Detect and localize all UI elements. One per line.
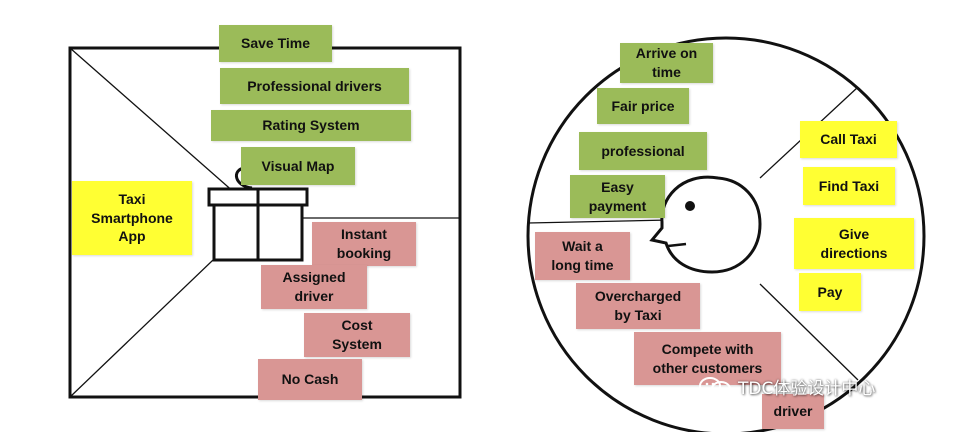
job-find-taxi: Find Taxi <box>803 167 895 205</box>
pain-reliever-assigned-driver: Assigned driver <box>261 265 367 309</box>
pain-driver: driver <box>762 394 824 429</box>
pain-wait-long-time: Wait a long time <box>535 232 630 280</box>
gain-creator-save-time: Save Time <box>219 25 332 62</box>
gain-easy-payment: Easy payment <box>570 175 665 218</box>
job-pay: Pay <box>799 273 861 311</box>
face-icon <box>649 175 762 274</box>
job-give-directions: Give directions <box>794 218 914 269</box>
gain-creator-visual-map: Visual Map <box>241 147 355 185</box>
wechat-icon <box>699 376 731 397</box>
product-taxi-smartphone-app: Taxi Smartphone App <box>72 181 192 255</box>
value-map-diagonal-top <box>69 47 261 216</box>
pain-compete-with-other-customers: Compete with other customers <box>634 332 781 385</box>
gain-creator-professional-drivers: Professional drivers <box>220 68 409 104</box>
gain-professional: professional <box>579 132 707 170</box>
watermark: TDC体验设计中心 <box>698 374 875 399</box>
pain-overcharged-by-taxi: Overcharged by Taxi <box>576 283 700 329</box>
pain-reliever-instant-booking: Instant booking <box>312 222 416 266</box>
job-call-taxi: Call Taxi <box>800 121 897 158</box>
customer-profile-circle <box>526 36 926 432</box>
gain-fair-price: Fair price <box>597 88 689 124</box>
watermark-text: TDC体验设计中心 <box>738 379 876 399</box>
gain-creator-rating-system: Rating System <box>211 110 411 141</box>
profile-divider-left <box>527 219 671 224</box>
pain-reliever-cost-system: Cost System <box>304 313 410 357</box>
profile-divider-bottom <box>759 283 859 381</box>
pain-reliever-no-cash: No Cash <box>258 359 362 400</box>
gain-arrive-on-time: Arrive on time <box>620 43 713 83</box>
